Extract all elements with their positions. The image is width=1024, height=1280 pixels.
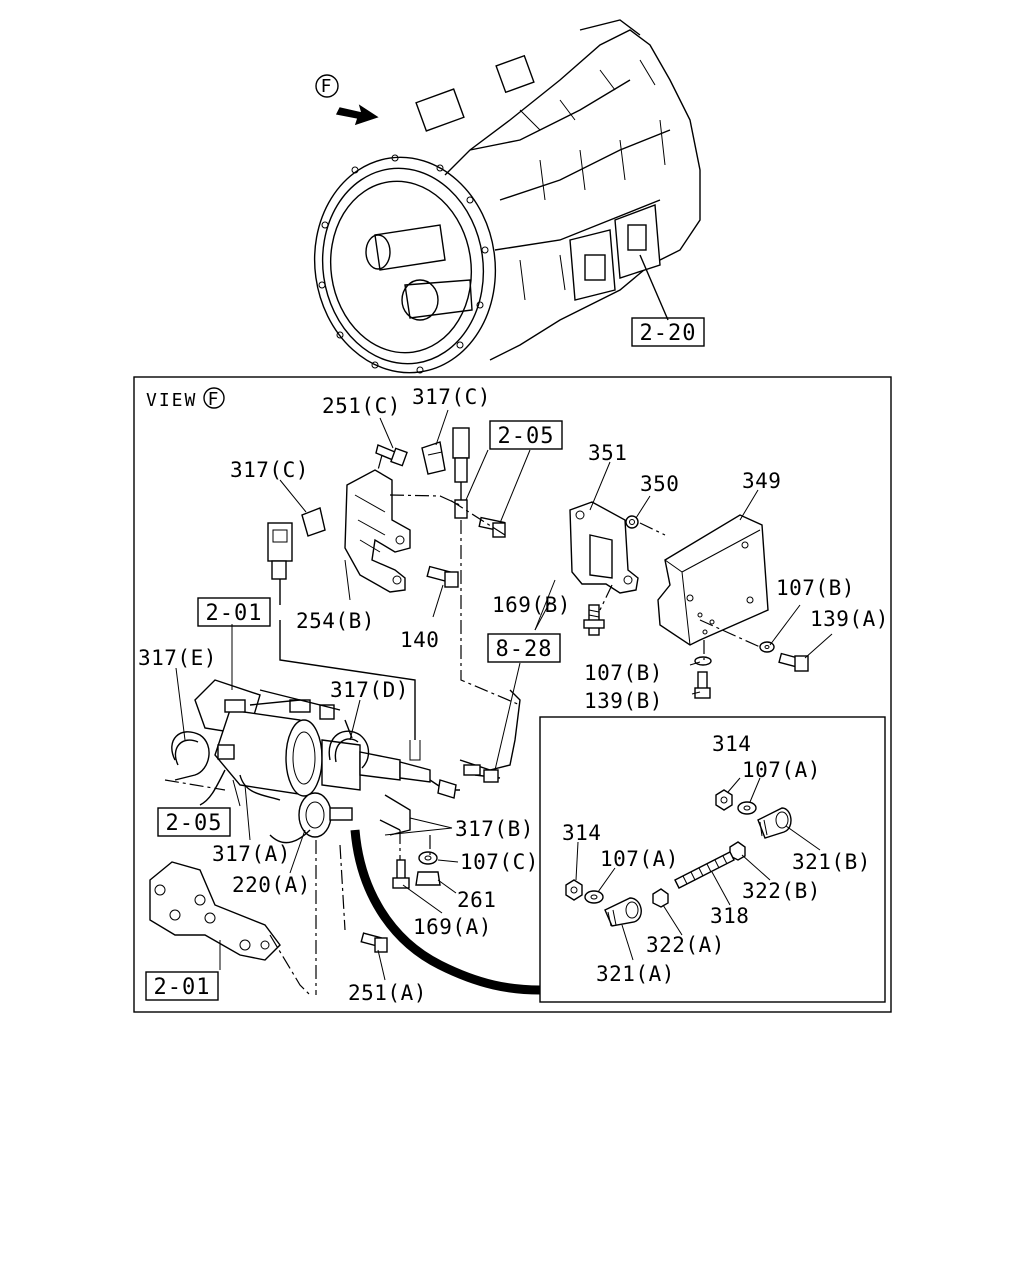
label-321b: 321(B) bbox=[792, 850, 871, 874]
label-140: 140 bbox=[400, 628, 439, 652]
control-unit-349-assembly bbox=[569, 501, 809, 699]
bracket-254b-assembly bbox=[267, 427, 521, 706]
view-title: VIEW bbox=[146, 390, 197, 411]
label-350: 350 bbox=[640, 472, 679, 496]
label-107b-right: 107(B) bbox=[776, 576, 855, 600]
label-314-left: 314 bbox=[562, 821, 601, 845]
label-107a-left: 107(A) bbox=[600, 847, 679, 871]
label-254b: 254(B) bbox=[296, 609, 375, 633]
label-169a: 169(A) bbox=[413, 915, 492, 939]
leader-lines bbox=[175, 409, 833, 981]
label-169b: 169(B) bbox=[492, 593, 571, 617]
label-318: 318 bbox=[710, 904, 749, 928]
label-322b: 322(B) bbox=[742, 879, 821, 903]
part-labels: 251(C) 317(C) 317(C) 351 350 349 254(B) … bbox=[138, 385, 889, 1005]
label-251c: 251(C) bbox=[322, 394, 401, 418]
label-317c-left: 317(C) bbox=[230, 458, 309, 482]
label-107c: 107(C) bbox=[460, 850, 539, 874]
label-261: 261 bbox=[457, 888, 496, 912]
label-317b: 317(B) bbox=[455, 817, 534, 841]
ref-8-28: 8-28 bbox=[496, 637, 553, 662]
label-251a: 251(A) bbox=[348, 981, 427, 1005]
label-220a: 220(A) bbox=[232, 873, 311, 897]
label-351: 351 bbox=[588, 441, 627, 465]
label-349: 349 bbox=[742, 469, 781, 493]
label-317d: 317(D) bbox=[330, 678, 409, 702]
label-322a: 322(A) bbox=[646, 933, 725, 957]
reference-boxes: 2-05 2-01 8-28 2-05 2-01 bbox=[145, 420, 563, 1001]
view-marker: F bbox=[208, 389, 221, 410]
label-317e: 317(E) bbox=[138, 646, 217, 670]
label-139b: 139(B) bbox=[584, 689, 663, 713]
label-321a: 321(A) bbox=[596, 962, 675, 986]
label-107a-top: 107(A) bbox=[742, 758, 821, 782]
label-317a: 317(A) bbox=[212, 842, 291, 866]
inset-frame bbox=[539, 716, 886, 1003]
ref-2-05-left: 2-05 bbox=[166, 811, 223, 836]
ref-2-01-top: 2-01 bbox=[206, 601, 263, 626]
view-frame bbox=[133, 376, 892, 1013]
label-314-top: 314 bbox=[712, 732, 751, 756]
label-107b-mid: 107(B) bbox=[584, 661, 663, 685]
label-317c-top: 317(C) bbox=[412, 385, 491, 409]
ref-2-01-bottom: 2-01 bbox=[154, 975, 211, 1000]
label-139a: 139(A) bbox=[810, 607, 889, 631]
top-view-marker: F bbox=[321, 76, 334, 97]
linkage-inset bbox=[539, 716, 886, 1003]
transmission-illustration: F 2-20 bbox=[313, 19, 705, 374]
actuator-assembly bbox=[149, 620, 541, 996]
ref-2-20: 2-20 bbox=[640, 321, 697, 346]
ref-2-05-top: 2-05 bbox=[498, 424, 555, 449]
